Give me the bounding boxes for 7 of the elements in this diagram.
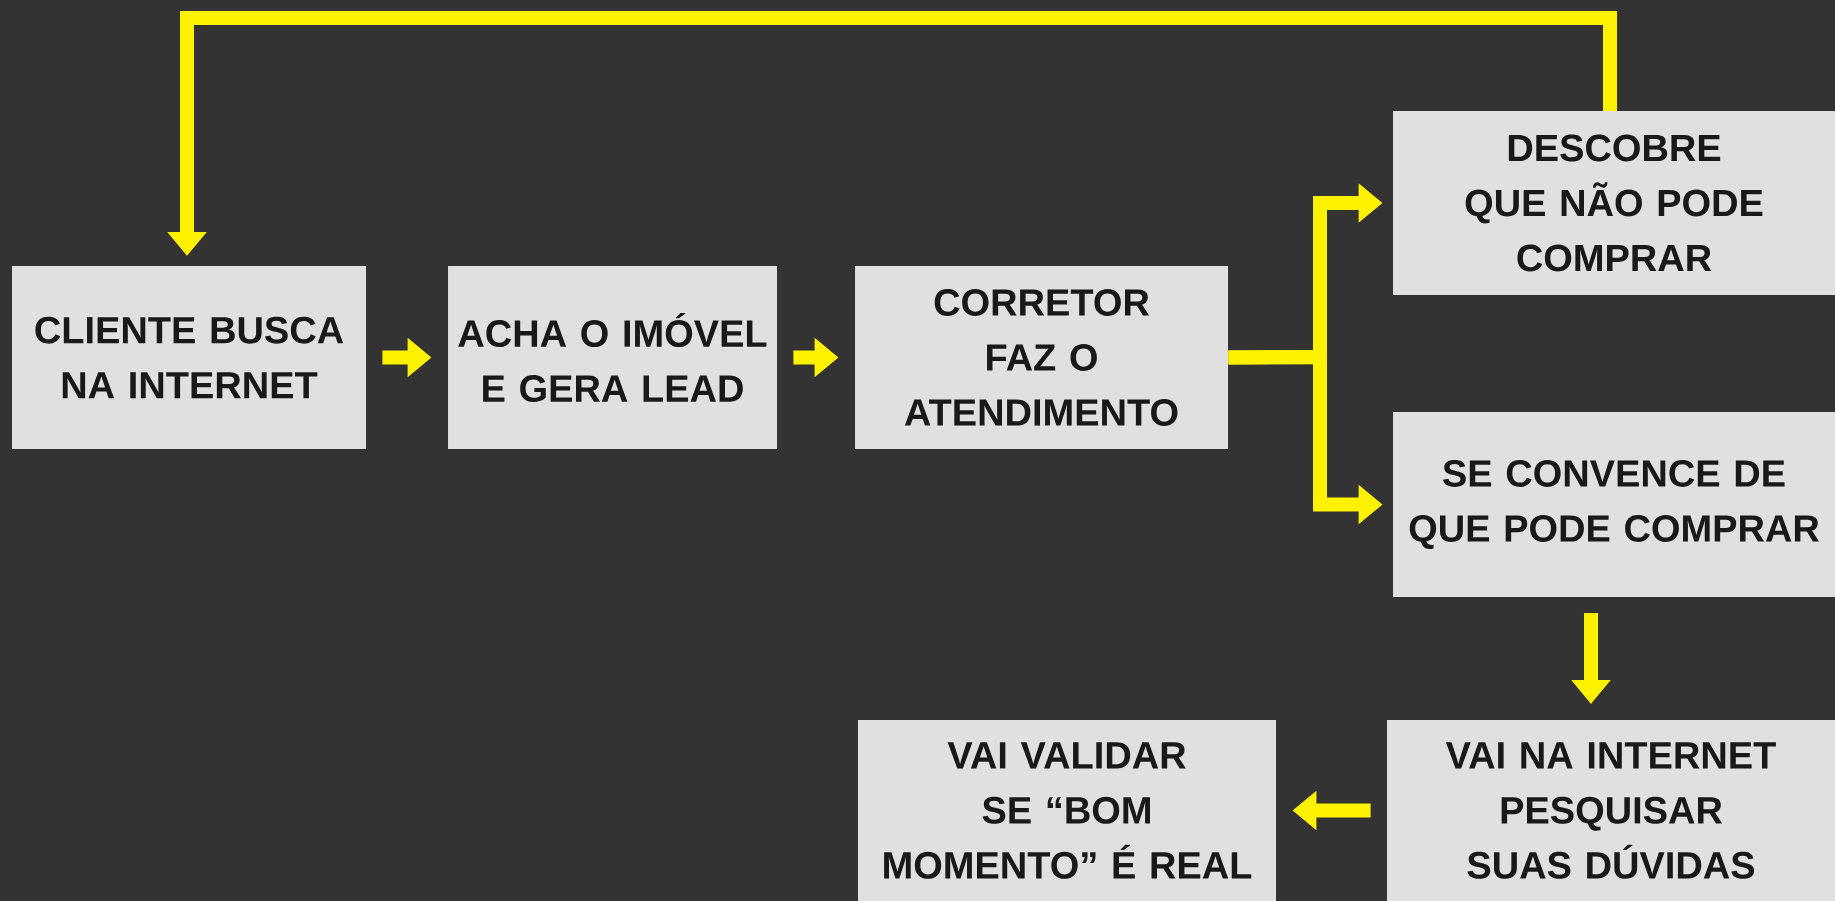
process-box: VAI VALIDAR SE “BOM MOMENTO” É REAL: [858, 720, 1276, 901]
process-box: SE CONVENCE DE QUE PODE COMPRAR: [1393, 412, 1835, 597]
process-box: ACHA O IMÓVEL E GERA LEAD: [448, 266, 777, 449]
process-box: VAI NA INTERNET PESQUISAR SUAS DÚVIDAS: [1387, 720, 1835, 901]
process-box: CORRETOR FAZ O ATENDIMENTO: [855, 266, 1228, 449]
process-box: CLIENTE BUSCA NA INTERNET: [12, 266, 366, 449]
process-box: DESCOBRE QUE NÃO PODE COMPRAR: [1393, 111, 1835, 295]
